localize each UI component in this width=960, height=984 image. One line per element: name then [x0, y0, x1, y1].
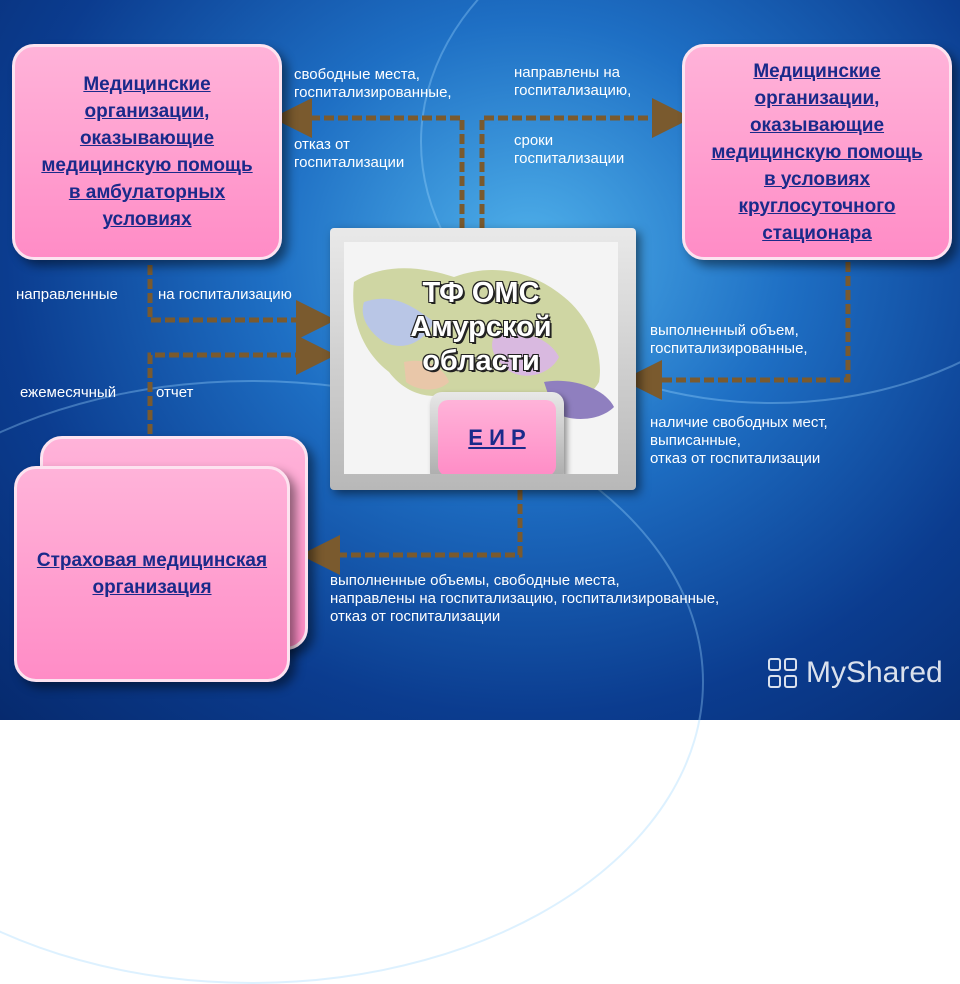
label-left-lower-b: отчет: [156, 384, 194, 401]
ambulatory-box: Медицинские организации, оказывающие мед…: [12, 44, 282, 260]
region-map-icon: [344, 242, 618, 474]
label-left-upper-a: направленные: [16, 286, 118, 303]
insurance-box: Страховая медицинская организация: [14, 466, 290, 682]
myshared-logo-icon: [768, 658, 798, 688]
insurance-label: Страховая медицинская организация: [36, 550, 268, 598]
ambulatory-label: Медицинские организации, оказывающие мед…: [41, 74, 253, 230]
label-right-upper: выполненный объем, госпитализированные,: [650, 322, 808, 357]
label-left-upper-b: на госпитализацию: [158, 286, 292, 303]
tfoms-title: ТФ ОМС Амурской области: [410, 277, 552, 377]
label-left-lower-a: ежемесячный: [20, 384, 117, 401]
label-top-right: направлены на госпитализацию,: [514, 64, 632, 99]
label-bottom: выполненные объемы, свободные места, нап…: [330, 572, 720, 625]
eir-box: Е И Р: [438, 400, 556, 474]
arrow-hospital-to-center: [622, 262, 851, 400]
arrow-center-to-insurance: [300, 490, 523, 575]
hospital-box: Медицинские организации, оказывающие мед…: [682, 44, 952, 260]
hospital-label: Медицинские организации, оказывающие мед…: [711, 60, 923, 244]
label-top-left: свободные места, госпитализированные,: [294, 66, 452, 101]
watermark-logo: MyShared: [768, 656, 943, 690]
eir-frame: Е И Р: [430, 392, 564, 474]
label-top-right-2: сроки госпитализации: [514, 132, 625, 167]
arrow-center-to-hospital: [479, 98, 692, 228]
arrow-center-to-ambulatory: [272, 98, 465, 228]
tfoms-map: ТФ ОМС Амурской области Е И Р: [344, 242, 618, 474]
label-top-left-2: отказ от госпитализации: [294, 136, 405, 171]
label-right-lower: наличие свободных мест, выписанные, отка…: [650, 414, 828, 467]
tfoms-panel: ТФ ОМС Амурской области Е И Р: [330, 228, 636, 490]
arrow-ambulatory-to-center: [147, 265, 336, 340]
watermark-text: MyShared: [806, 656, 943, 689]
